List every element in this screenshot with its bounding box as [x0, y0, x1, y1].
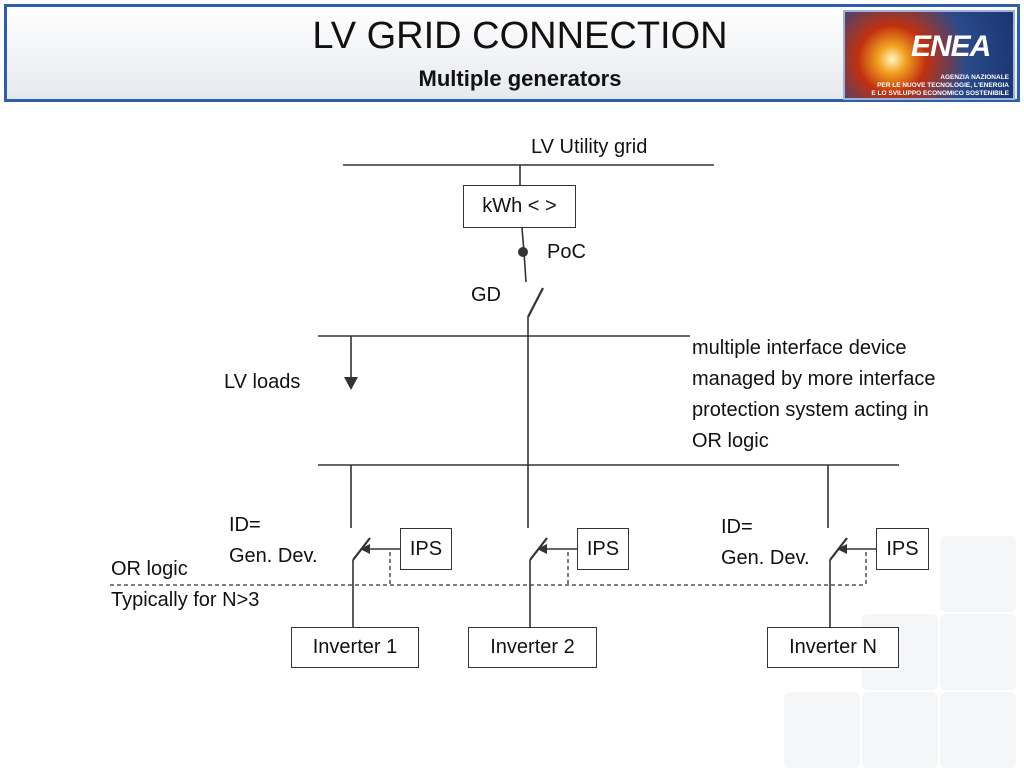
inverter-2-box: Inverter 2	[468, 627, 597, 668]
decor-tile	[940, 692, 1016, 768]
decor-tile	[940, 614, 1016, 690]
id-label-2: ID= Gen. Dev.	[721, 512, 810, 574]
decor-tile	[784, 692, 860, 768]
inverter-1-box: Inverter 1	[291, 627, 419, 668]
logo-wordmark: ENEA	[911, 30, 991, 63]
id-label-1: ID= Gen. Dev.	[229, 510, 318, 572]
note-line: OR logic	[692, 430, 769, 452]
ips-2-arrowhead	[537, 544, 547, 554]
id-label-line: ID=	[721, 516, 753, 538]
lv-loads-label: LV loads	[224, 371, 301, 393]
slide-subtitle: Multiple generators	[418, 66, 622, 91]
note-line: managed by more interface	[692, 368, 936, 390]
inverter-n-box: Inverter N	[767, 627, 899, 668]
interface-note: multiple interface device managed by mor…	[692, 333, 935, 457]
ips-1-arrowhead	[360, 544, 370, 554]
or-logic-line: OR logic	[111, 558, 188, 580]
slide-title: LV GRID CONNECTION	[312, 15, 728, 57]
ips-box-3: IPS	[876, 528, 929, 570]
poc-dot	[518, 247, 528, 257]
gd-switch-blade	[527, 287, 544, 318]
id-label-line: Gen. Dev.	[229, 545, 318, 567]
utility-grid-label: LV Utility grid	[531, 136, 648, 158]
id-label-line: Gen. Dev.	[721, 547, 810, 569]
poc-to-gd-wire	[523, 251, 527, 283]
decor-tile	[940, 536, 1016, 612]
note-line: multiple interface device	[692, 337, 907, 359]
ips-box-1: IPS	[400, 528, 452, 570]
ips-box-2: IPS	[577, 528, 629, 570]
note-line: protection system acting in	[692, 399, 929, 421]
decor-tile	[862, 692, 938, 768]
ips-3-arrowhead	[837, 544, 847, 554]
kwh-meter-box: kWh < >	[463, 185, 576, 228]
load-arrowhead	[344, 377, 358, 390]
id-label-line: ID=	[229, 514, 261, 536]
poc-label: PoC	[547, 241, 586, 263]
gd-label: GD	[471, 284, 501, 306]
or-logic-line: Typically for N>3	[111, 589, 260, 611]
or-logic-label: OR logic Typically for N>3	[111, 554, 259, 616]
